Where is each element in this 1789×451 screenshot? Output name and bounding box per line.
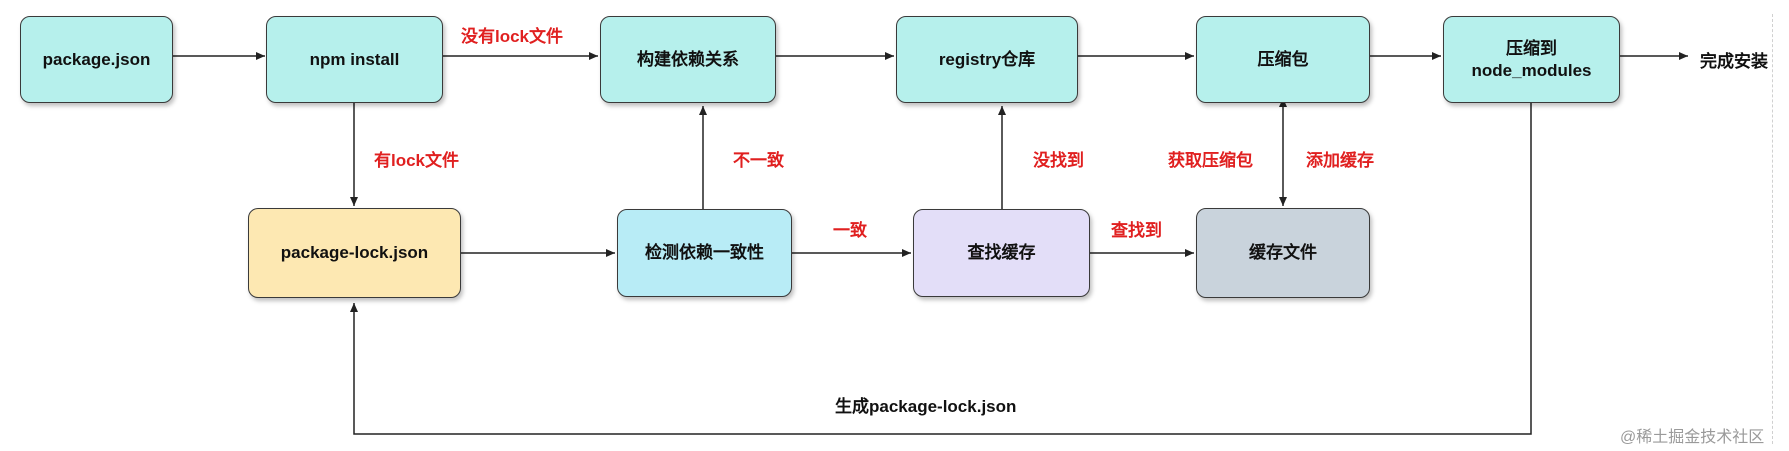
- label-found: 查找到: [1111, 221, 1162, 240]
- node-compress-to-node-modules-label: 压缩到 node_modules: [1471, 39, 1592, 80]
- label-inconsistent: 不一致: [733, 151, 784, 170]
- label-has-lock-file: 有lock文件: [374, 151, 460, 170]
- node-registry: registry仓库: [896, 16, 1078, 103]
- node-compressed-package: 压缩包: [1196, 16, 1370, 103]
- node-package-lock-json: package-lock.json: [248, 208, 461, 298]
- node-package-json-label: package.json: [42, 49, 151, 69]
- node-build-dependency-label: 构建依赖关系: [637, 49, 739, 69]
- label-no-lock-file: 没有lock文件: [461, 27, 564, 46]
- watermark: @稀土掘金技术社区: [1620, 429, 1765, 446]
- node-npm-install: npm install: [266, 16, 443, 103]
- label-generate-lock: 生成package-lock.json: [835, 397, 1017, 416]
- node-registry-label: registry仓库: [938, 49, 1036, 69]
- arrow-node-modules-to-package-lock: [350, 103, 1532, 435]
- node-compressed-package-label: 压缩包: [1257, 49, 1309, 69]
- node-find-cache-label: 查找缓存: [967, 243, 1036, 263]
- node-package-json: package.json: [20, 16, 173, 103]
- node-package-lock-json-label: package-lock.json: [280, 243, 429, 263]
- node-check-dependency: 检测依赖一致性: [617, 209, 792, 297]
- right-guide-line: [1772, 14, 1773, 444]
- node-find-cache: 查找缓存: [913, 209, 1090, 297]
- label-consistent: 一致: [833, 221, 867, 240]
- node-cache-file: 缓存文件: [1196, 208, 1370, 298]
- node-check-dependency-label: 检测依赖一致性: [645, 243, 764, 263]
- node-compress-to-node-modules: 压缩到 node_modules: [1443, 16, 1620, 103]
- label-get-package: 获取压缩包: [1168, 151, 1253, 170]
- node-build-dependency: 构建依赖关系: [600, 16, 776, 103]
- node-cache-file-label: 缓存文件: [1249, 243, 1317, 263]
- node-npm-install-label: npm install: [309, 49, 400, 69]
- label-install-complete: 完成安装: [1700, 52, 1768, 71]
- label-add-cache: 添加缓存: [1306, 151, 1374, 170]
- label-not-found: 没找到: [1033, 151, 1084, 170]
